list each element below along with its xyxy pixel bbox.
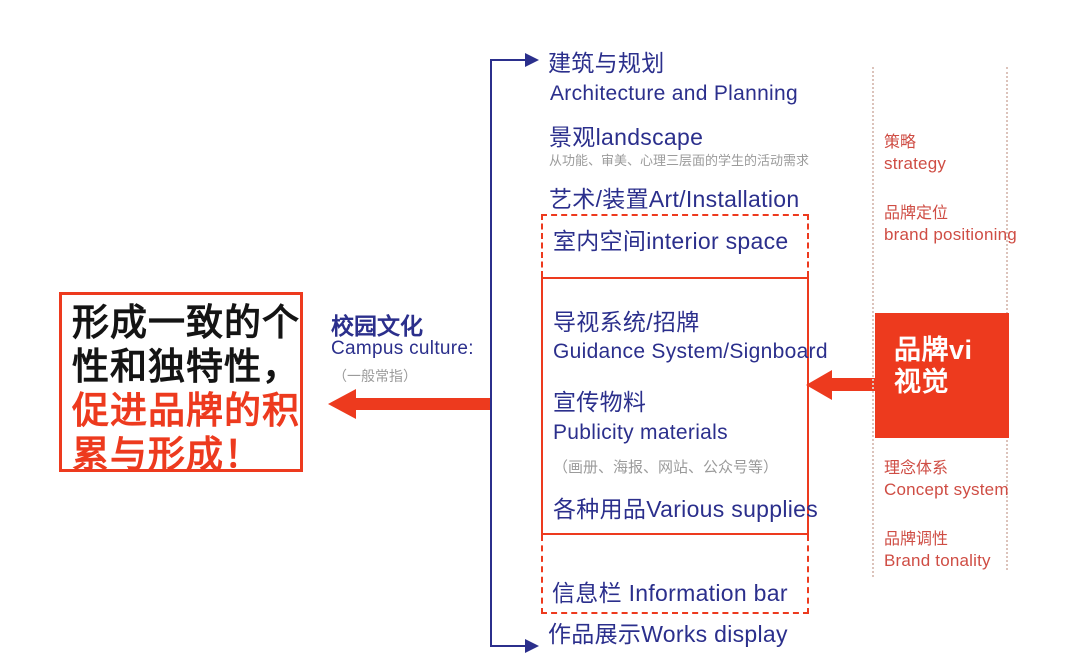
item-landscape: 景观landscape	[549, 124, 704, 150]
blue-bracket-line	[490, 59, 492, 647]
brand-tonality: 品牌调性 Brand tonality	[884, 529, 991, 571]
brand-tonality-en: Brand tonality	[884, 551, 991, 570]
item-architecture-cn: 建筑与规划	[548, 50, 665, 76]
item-information-bar: 信息栏 Information bar	[552, 580, 788, 606]
item-guidance-cn: 导视系统/招牌	[553, 309, 700, 335]
item-guidance-en: Guidance System/Signboard	[553, 340, 828, 363]
brand-positioning: 品牌定位 brand positioning	[884, 203, 1017, 245]
brand-positioning-en: brand positioning	[884, 225, 1017, 244]
item-art-installation: 艺术/装置Art/Installation	[549, 186, 800, 212]
campus-culture-label-en: Campus culture:	[331, 338, 474, 359]
campus-culture-note: （一般常指）	[333, 368, 417, 384]
brand-strategy-en: strategy	[884, 154, 947, 173]
item-landscape-note: 从功能、审美、心理三层面的学生的活动需求	[549, 153, 810, 168]
item-works-display: 作品展示Works display	[548, 621, 788, 647]
blue-arrow-top-icon	[525, 53, 539, 67]
item-supplies: 各种用品Various supplies	[553, 496, 819, 522]
red-arrow-left-shaft	[354, 398, 490, 410]
brand-strategy-cn: 策略	[884, 134, 917, 151]
conclusion-box: 形成一致的个 性和独特性， 促进品牌的积 累与形成！	[59, 292, 303, 475]
item-interior-space: 室内空间interior space	[553, 228, 789, 254]
brand-strategy: 策略 strategy	[884, 132, 946, 174]
dotted-line-left	[872, 67, 874, 577]
red-arrow-left-icon	[328, 389, 356, 419]
brand-vi-line-1: 品牌vi	[894, 335, 973, 365]
brand-tonality-cn: 品牌调性	[884, 531, 949, 548]
information-bar-dashed-box	[541, 535, 809, 614]
conclusion-line-2: 性和独特性，	[72, 346, 300, 387]
brand-concept-en: Concept system	[884, 480, 1009, 499]
item-publicity-note: （画册、海报、网站、公众号等）	[553, 459, 779, 476]
signage-publicity-solid-box	[541, 277, 809, 535]
brand-vi-box: 品牌vi 视觉	[875, 313, 1009, 438]
conclusion-line-1: 形成一致的个	[72, 302, 300, 343]
blue-bracket-bottom-arm	[490, 645, 527, 647]
red-arrow-vi-icon	[806, 370, 832, 400]
brand-vi-line-2: 视觉	[894, 367, 949, 397]
blue-bracket-top-arm	[490, 59, 527, 61]
interior-space-dashed-box	[541, 214, 809, 277]
item-architecture-en: Architecture and Planning	[550, 82, 798, 105]
conclusion-line-3: 促进品牌的积	[72, 390, 300, 431]
item-publicity-cn: 宣传物料	[553, 389, 647, 415]
brand-concept: 理念体系 Concept system	[884, 458, 1009, 500]
blue-arrow-bottom-icon	[525, 639, 539, 653]
brand-positioning-cn: 品牌定位	[884, 205, 949, 222]
campus-culture-label-cn: 校园文化	[331, 313, 423, 339]
conclusion-line-4: 累与形成！	[72, 434, 262, 475]
item-publicity-en: Publicity materials	[553, 421, 728, 444]
brand-concept-cn: 理念体系	[884, 460, 949, 477]
red-arrow-vi-shaft	[830, 378, 876, 391]
